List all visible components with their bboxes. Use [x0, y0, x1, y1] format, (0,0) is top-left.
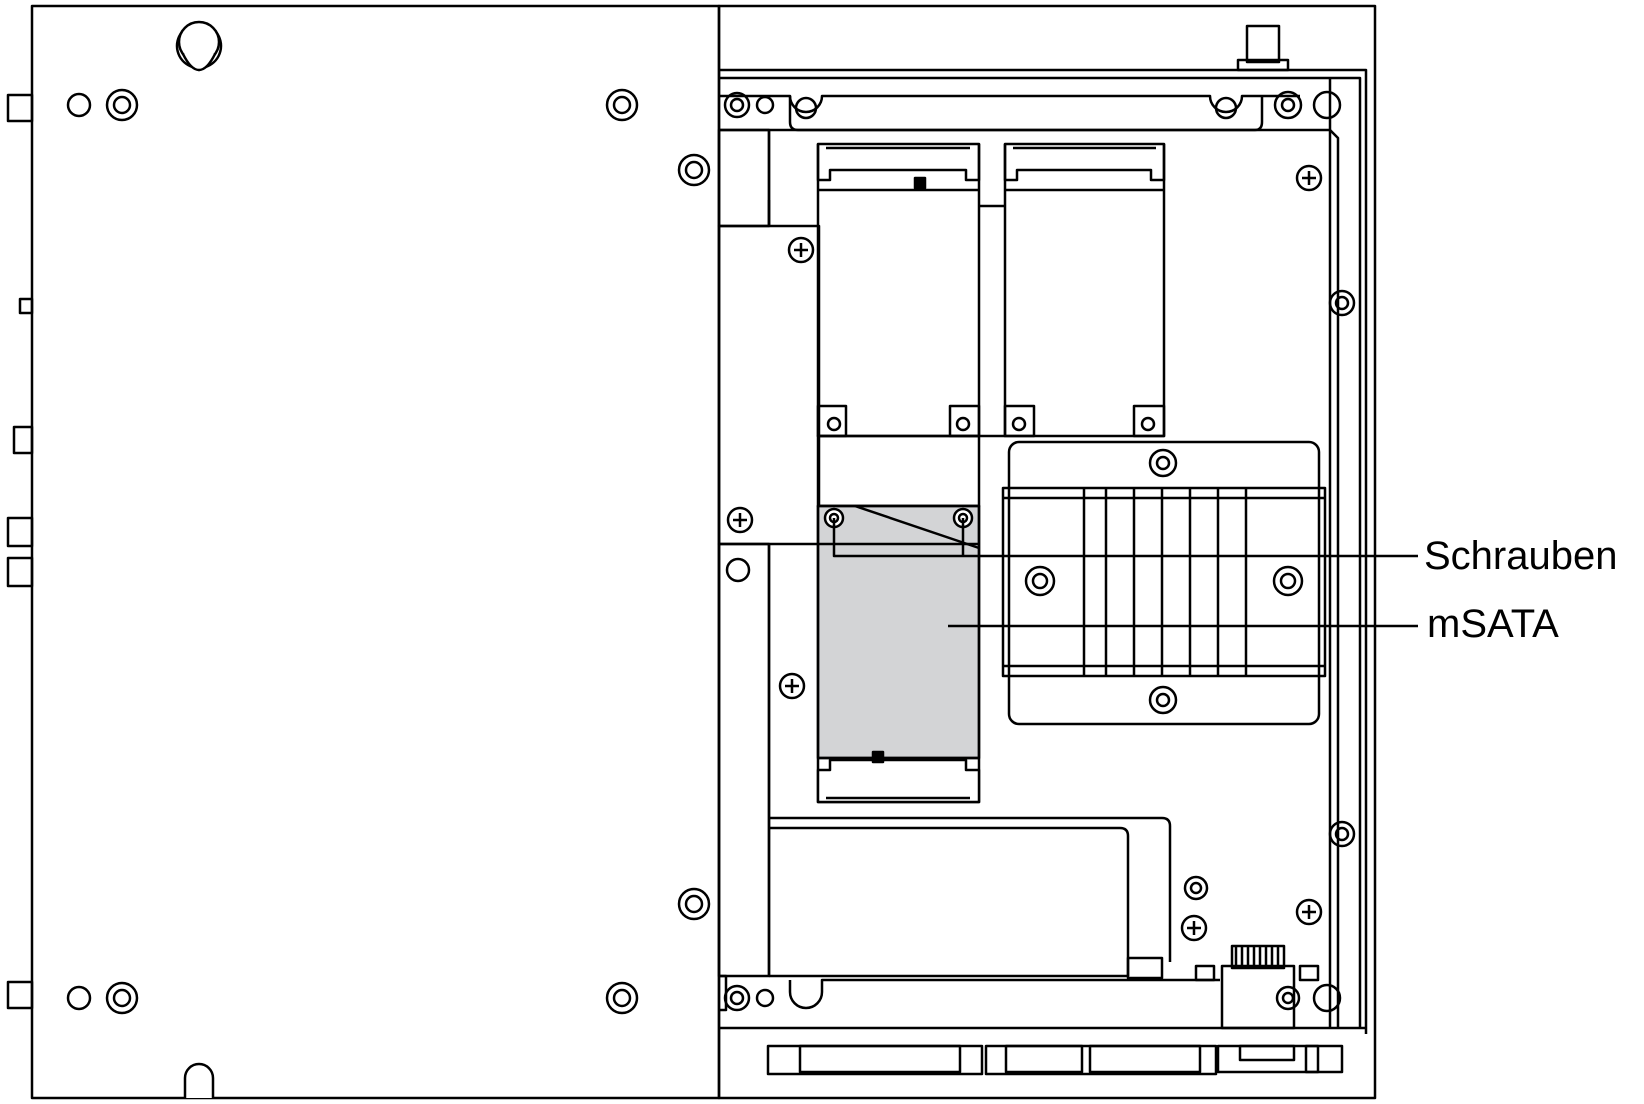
- cover-panel: [6, 4, 721, 1100]
- leader-lines: [832, 518, 1418, 628]
- lower-components: [719, 816, 1344, 1076]
- chassis: [677, 4, 1377, 1100]
- label-screws: Schrauben: [1424, 534, 1618, 578]
- label-msata: mSATA: [1427, 602, 1559, 646]
- msata-module: [816, 504, 981, 804]
- heatsink: [1001, 440, 1327, 726]
